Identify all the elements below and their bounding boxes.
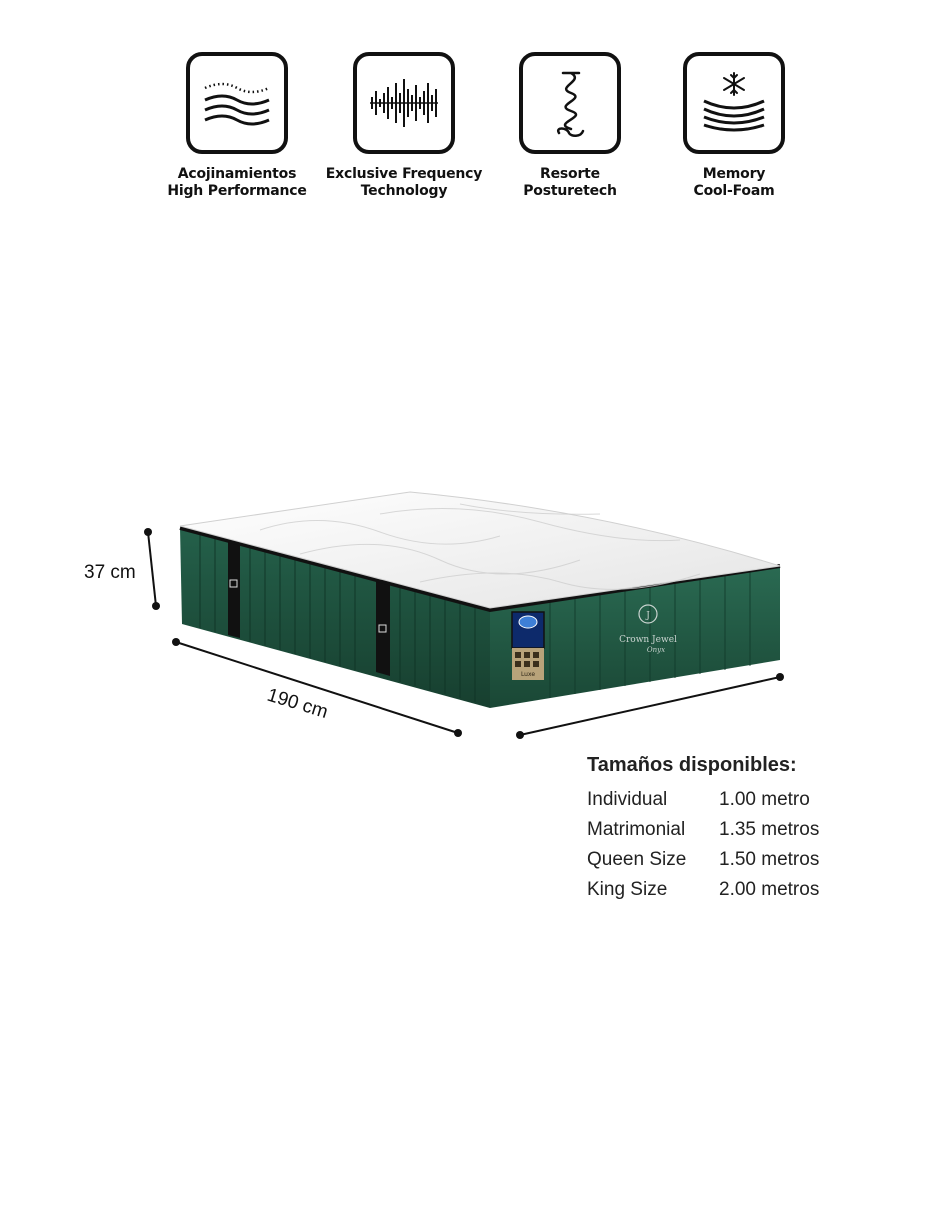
size-row: Individual 1.00 metro (587, 785, 819, 815)
height-dimension-line (144, 528, 160, 610)
size-row: King Size 2.00 metros (587, 875, 819, 905)
feature-label: Resorte Posturetech (523, 166, 617, 199)
height-label: 37 cm (84, 562, 136, 583)
brand-emblem: J Crown Jewel Onyx (619, 604, 677, 654)
feature-cool-foam: Memory Cool-Foam (649, 52, 819, 200)
feature-label: Acojinamientos High Performance (167, 166, 307, 199)
size-row: Matrimonial 1.35 metros (587, 815, 819, 845)
mattress-short-side (490, 566, 780, 708)
length-dimension-line (172, 638, 462, 737)
handle-band (376, 581, 390, 676)
size-name: King Size (587, 879, 668, 900)
size-value: 1.35 metros (719, 819, 820, 840)
svg-text:Luxe: Luxe (521, 671, 535, 678)
wave-layers-icon (186, 52, 288, 154)
svg-text:Onyx: Onyx (647, 646, 665, 654)
width-dimension-line (516, 673, 784, 739)
size-value: 2.00 metros (719, 879, 820, 900)
feature-frequency: Exclusive Frequency Technology (319, 52, 489, 200)
spring-coil-icon (519, 52, 621, 154)
length-label: 190 cm (265, 685, 331, 723)
size-name: Individual (587, 789, 668, 810)
mattress-illustration: 37 cm (84, 491, 784, 739)
feature-label: Memory Cool-Foam (693, 166, 775, 199)
size-value: 1.00 metro (719, 789, 810, 810)
svg-text:Crown Jewel: Crown Jewel (619, 635, 677, 645)
size-value: 1.50 metros (719, 849, 820, 870)
frequency-bars-icon (353, 52, 455, 154)
snowflake-foam-icon (683, 52, 785, 154)
size-name: Queen Size (587, 849, 687, 870)
sizes-title: Tamaños disponibles: (587, 754, 797, 776)
size-row: Queen Size 1.50 metros (587, 845, 819, 875)
brand-label-panel: Luxe (511, 611, 545, 680)
sizes-table: Tamaños disponibles: Individual 1.00 met… (587, 754, 819, 905)
feature-label: Exclusive Frequency Technology (325, 166, 483, 199)
feature-spring: Resorte Posturetech (485, 52, 655, 200)
svg-text:J: J (645, 611, 650, 621)
size-name: Matrimonial (587, 819, 686, 840)
mattress-long-side (180, 528, 490, 708)
handle-band (228, 542, 240, 638)
feature-cushioning: Acojinamientos High Performance (152, 52, 322, 200)
